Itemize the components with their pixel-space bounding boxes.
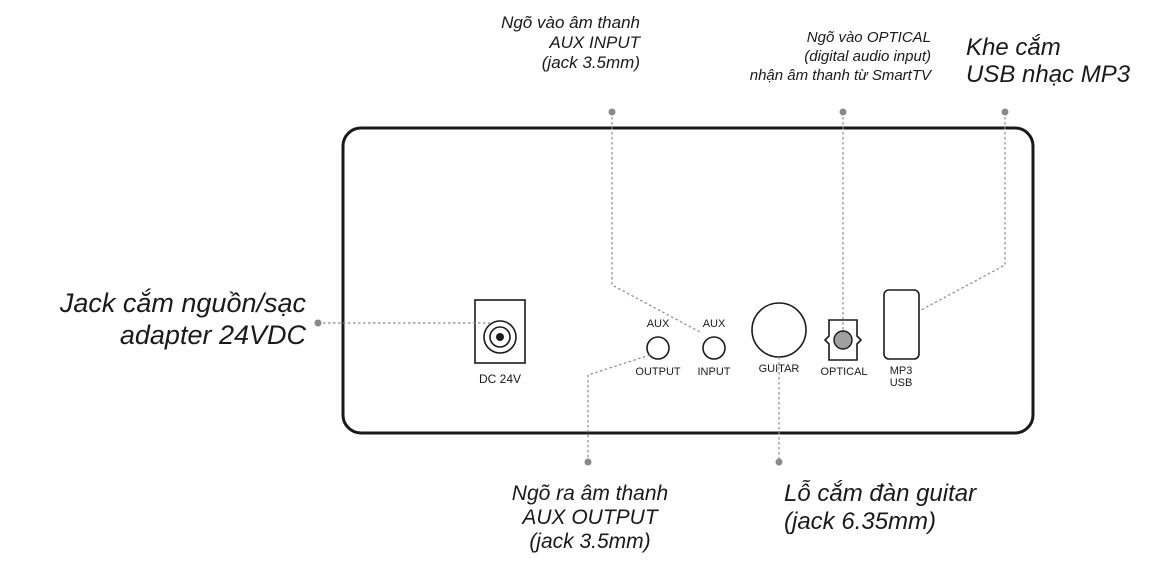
usb-port-icon: [883, 289, 920, 360]
callout-optical-line1: Ngõ vào OPTICAL: [806, 29, 931, 46]
usb-label-line2: USB: [889, 376, 913, 389]
dc-jack-icon: [474, 299, 526, 364]
leader-usb: [920, 112, 1006, 311]
device-panel: [341, 126, 1035, 435]
guitar-jack-icon: [751, 302, 807, 358]
aux-input-bottom-label: INPUT: [697, 366, 731, 378]
callout-aux-output-line2: AUX OUTPUT: [522, 505, 658, 529]
callout-guitar-line2: (jack 6.35mm): [784, 508, 937, 536]
callout-aux-input-line1: Ngõ vào âm thanh: [501, 13, 640, 32]
callout-guitar: Lỗ cắm đàn guitar (jack 6.35mm): [784, 480, 976, 537]
aux-input-top-label: AUX: [702, 318, 726, 330]
callout-aux-output: Ngõ ra âm thanh AUX OUTPUT (jack 3.5mm): [470, 482, 710, 554]
callout-optical-line3: nhận âm thanh từ SmartTV: [749, 66, 931, 84]
leader-aux-output: [587, 354, 651, 462]
callout-optical: Ngõ vào OPTICAL (digital audio input) nh…: [750, 29, 931, 85]
callout-aux-input-line3: (jack 3.5mm): [541, 53, 640, 73]
usb-label-line1: MP3: [889, 365, 913, 377]
leader-dot-usb: [1001, 108, 1009, 116]
callout-aux-input-line2: AUX INPUT: [549, 33, 640, 53]
callout-usb: Khe cắm USB nhạc MP3: [966, 34, 1131, 89]
optical-label: OPTICAL: [820, 366, 868, 378]
callout-aux-output-line1: Ngõ ra âm thanh: [511, 482, 669, 505]
leader-dot-optical: [839, 108, 847, 116]
leader-dot-power: [314, 319, 322, 327]
optical-port-icon: [823, 319, 863, 361]
callout-aux-input: Ngõ vào âm thanh AUX INPUT (jack 3.5mm): [501, 13, 640, 73]
leader-dot-aux-input: [608, 108, 616, 116]
callout-usb-line2: USB nhạc MP3: [966, 60, 1131, 88]
leader-dot-aux-output: [584, 458, 592, 466]
dc-label: DC 24V: [478, 372, 522, 386]
aux-output-bottom-label: OUTPUT: [635, 366, 681, 378]
callout-guitar-line1: Lỗ cắm đàn guitar: [784, 480, 977, 507]
callout-aux-output-line3: (jack 3.5mm): [529, 529, 651, 553]
callout-usb-line1: Khe cắm: [966, 34, 1061, 61]
guitar-label: GUITAR: [758, 363, 800, 375]
aux-output-top-label: AUX: [646, 318, 670, 330]
callout-power-line2: adapter 24VDC: [119, 319, 306, 350]
aux-input-jack-icon: [702, 336, 726, 360]
callout-power-line1: Jack cắm nguồn/sạc: [59, 288, 306, 318]
usb-label: MP3 USB: [889, 365, 913, 389]
aux-output-jack-icon: [646, 336, 670, 360]
leader-dot-guitar: [775, 458, 783, 466]
callout-power: Jack cắm nguồn/sạc adapter 24VDC: [60, 288, 306, 352]
callout-optical-line2: (digital audio input): [804, 47, 931, 65]
